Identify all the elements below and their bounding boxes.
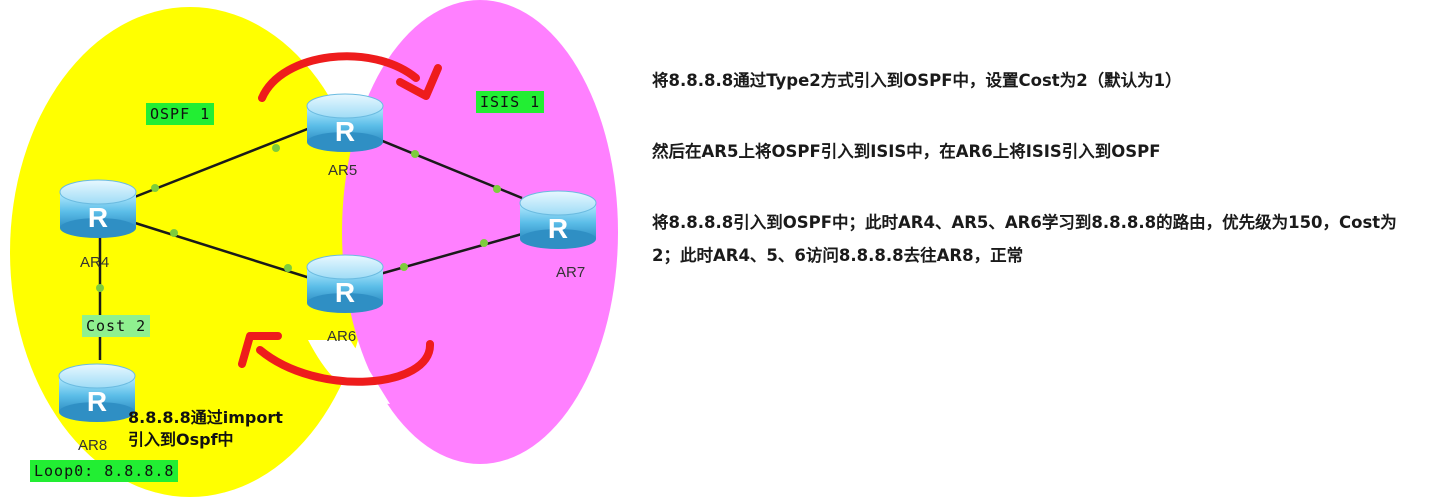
arrow-ospf-to-isis — [258, 52, 420, 102]
ospf-area-label: OSPF 1 — [146, 103, 215, 125]
ar8-label: AR8 — [78, 437, 108, 454]
cost-label: Cost 2 — [82, 315, 151, 337]
ar5-label: AR5 — [328, 162, 358, 179]
port-dot — [493, 185, 501, 193]
loopback-label: Loop0: 8.8.8.8 — [30, 460, 179, 482]
network-topology-diagram: R R R R R — [0, 0, 620, 499]
ar7-label: AR7 — [556, 264, 586, 281]
port-dot — [272, 144, 280, 152]
port-dot — [284, 264, 292, 272]
ar6-label: AR6 — [327, 328, 357, 345]
svg-text:R: R — [335, 277, 355, 308]
arrow-isis-to-ospf-head — [238, 332, 282, 368]
link-ar4-ar5 — [131, 126, 311, 200]
port-dot — [170, 229, 178, 237]
svg-text:R: R — [548, 213, 568, 244]
router-ar8-icon: R — [58, 363, 136, 422]
port-dot — [151, 184, 159, 192]
isis-area-ellipse — [342, 0, 618, 464]
description-paragraph-3: 将8.8.8.8引入到OSPF中；此时AR4、AR5、AR6学习到8.8.8.8… — [652, 213, 1397, 265]
import-note-line2: 引入到Ospf中 — [128, 430, 234, 449]
router-ar7-icon: R — [519, 190, 597, 249]
port-dots — [96, 144, 501, 292]
description-paragraph-2: 然后在AR5上将OSPF引入到ISIS中，在AR6上将ISIS引入到OSPF — [652, 142, 1161, 161]
router-ar4-icon: R — [59, 179, 137, 238]
port-dot — [400, 263, 408, 271]
import-note-line1: 8.8.8.8通过import — [128, 408, 283, 427]
svg-text:R: R — [87, 386, 107, 417]
port-dot — [480, 239, 488, 247]
description-paragraph-1: 将8.8.8.8通过Type2方式引入到OSPF中，设置Cost为2（默认为1） — [652, 71, 1182, 90]
svg-text:R: R — [88, 202, 108, 233]
port-dot — [411, 150, 419, 158]
port-dot — [96, 284, 104, 292]
area-gap-white — [308, 340, 390, 404]
isis-area-label: ISIS 1 — [476, 91, 545, 113]
redistribution-arrows — [238, 52, 442, 386]
router-ar6-icon: R — [306, 254, 384, 313]
arrow-isis-to-ospf — [256, 340, 435, 386]
ar4-label: AR4 — [80, 254, 110, 271]
topology-canvas: R R R R R — [10, 0, 618, 497]
router-ar5-icon: R — [306, 93, 384, 152]
arrow-ospf-to-isis-head — [396, 64, 442, 100]
svg-text:R: R — [335, 116, 355, 147]
link-ar4-ar6 — [131, 220, 311, 280]
links — [98, 126, 523, 360]
